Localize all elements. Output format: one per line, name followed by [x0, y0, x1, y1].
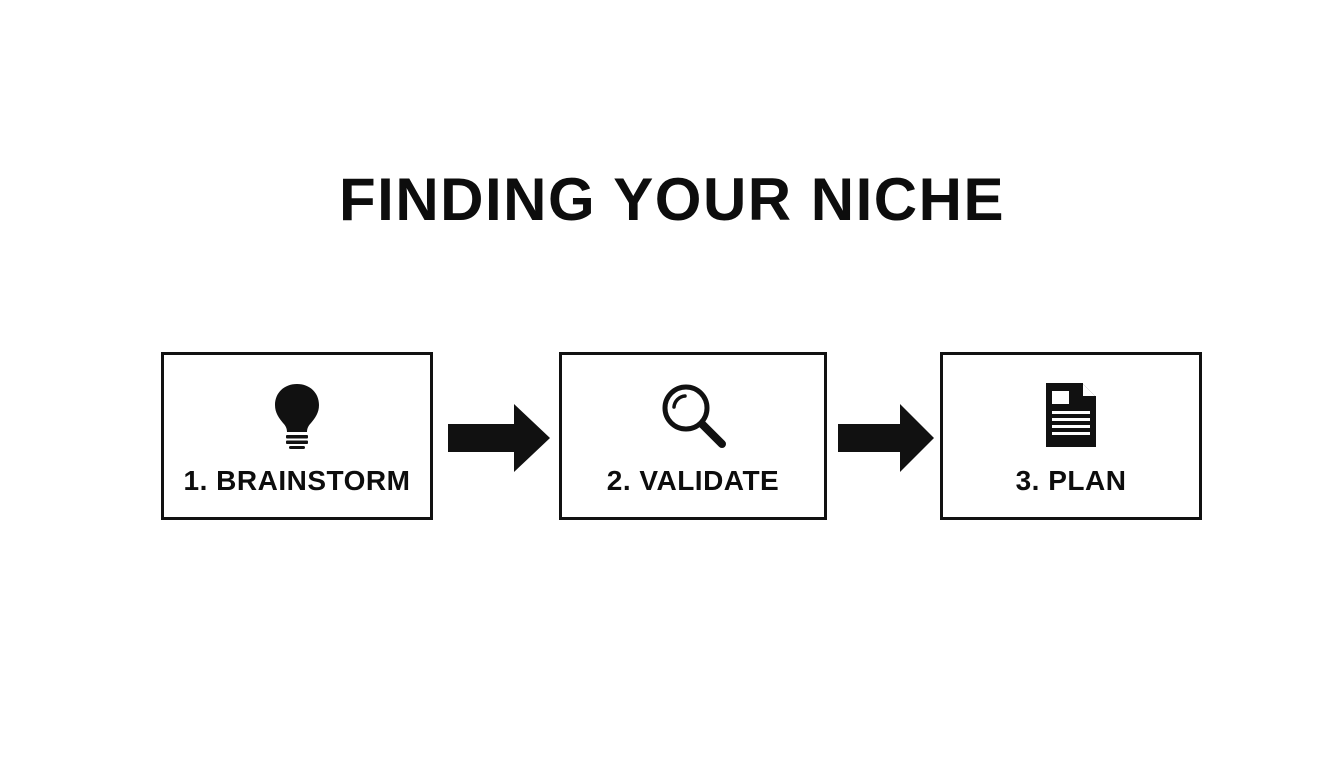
- step-label-plan: 3. PLAN: [1015, 465, 1127, 496]
- arrow-right-icon: [838, 404, 934, 472]
- step-box-validate: 2. VALIDATE: [559, 352, 827, 520]
- step-box-brainstorm: 1. BRAINSTORM: [161, 352, 433, 520]
- document-icon: [1036, 380, 1106, 450]
- magnifying-glass-icon: [658, 380, 728, 450]
- diagram-title: FINDING YOUR NICHE: [339, 166, 1005, 233]
- lightbulb-icon: [262, 380, 332, 450]
- arrow-right-icon: [448, 404, 550, 472]
- step-label-validate: 2. VALIDATE: [606, 465, 780, 496]
- step-box-plan: 3. PLAN: [940, 352, 1202, 520]
- step-label-brainstorm: 1. BRAINSTORM: [183, 465, 411, 496]
